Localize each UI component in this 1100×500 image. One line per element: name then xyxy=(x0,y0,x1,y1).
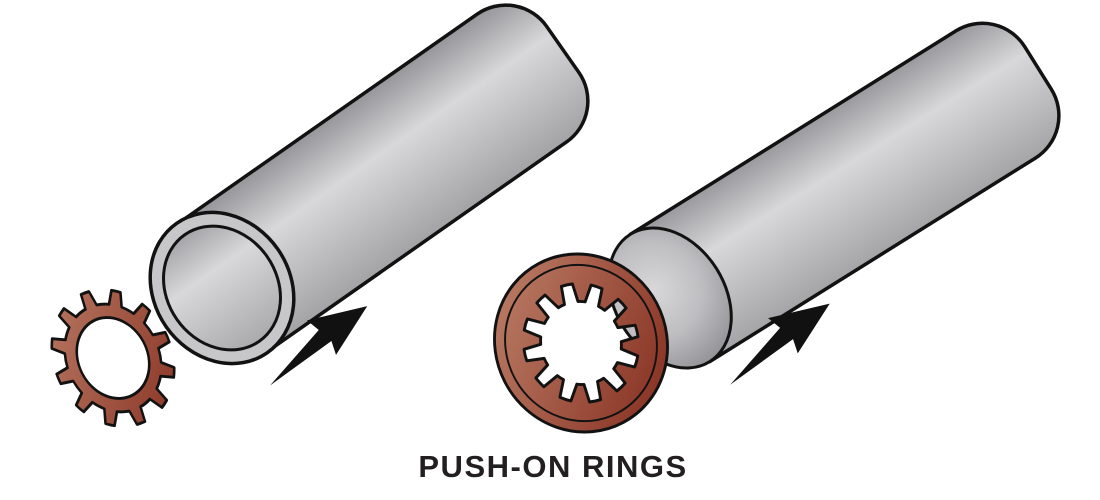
rod-body xyxy=(628,21,1061,364)
internal-ring-body xyxy=(493,252,669,434)
left-push-direction-arrow xyxy=(270,306,368,386)
right-push-direction-arrow xyxy=(730,303,830,385)
tube-bore xyxy=(162,224,282,352)
external-tooth-ring xyxy=(50,288,176,428)
arrow-icon xyxy=(270,306,368,386)
arrow-icon xyxy=(730,303,830,385)
tube-assembly xyxy=(148,3,590,366)
diagram-caption: PUSH-ON RINGS xyxy=(418,449,688,484)
external-ring-hole xyxy=(75,316,151,400)
internal-tooth-ring xyxy=(493,252,669,434)
internal-ring-rim-line xyxy=(504,263,658,423)
